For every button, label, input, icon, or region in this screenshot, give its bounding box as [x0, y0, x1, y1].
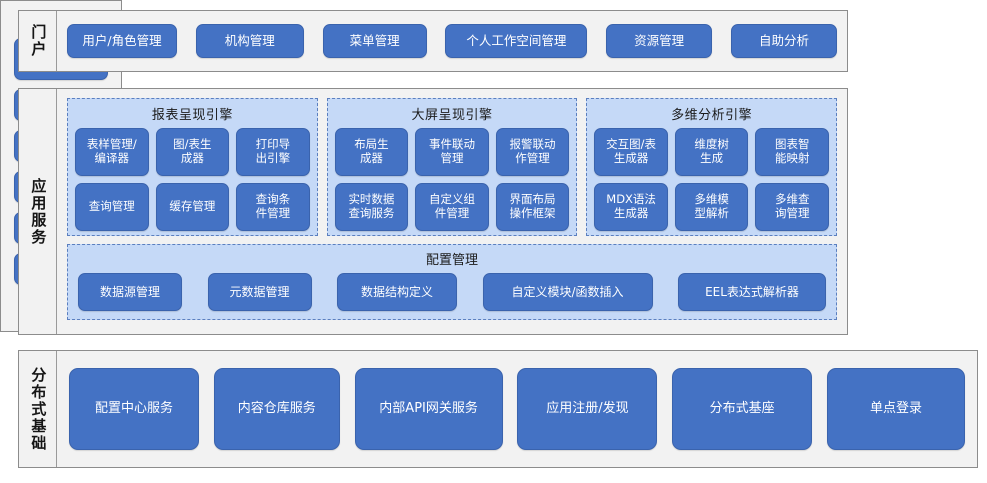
engine-report-rendering: 报表呈现引擎 表样管理/ 编译器 图/表生 成器 打印导 出引擎 查询管理 缓存… — [67, 98, 318, 236]
engine-multidimensional-analysis-items: 交互图/表 生成器 维度树 生成 图表智 能映射 MDX语法 生成器 多维模 型… — [594, 128, 829, 231]
engine-item-custom-component-management[interactable]: 自定义组 件管理 — [415, 183, 489, 231]
engine-large-screen-rendering-items: 布局生 成器 事件联动 管理 报警联动 作管理 实时数据 查询服务 自定义组 件… — [334, 128, 570, 231]
distributed-foundation-band-label-text: 分布式基础 — [29, 366, 48, 452]
engine-item-ui-layout-operation-framework[interactable]: 界面布局 操作框架 — [495, 183, 570, 231]
dist-item-internal-api-gateway-service[interactable]: 内部API网关服务 — [354, 368, 503, 450]
engine-item-interactive-chart-table-generator[interactable]: 交互图/表 生成器 — [594, 128, 668, 176]
engine-large-screen-rendering: 大屏呈现引擎 布局生 成器 事件联动 管理 报警联动 作管理 实时数据 查询服务… — [326, 98, 578, 236]
engine-item-mdx-syntax-generator[interactable]: MDX语法 生成器 — [594, 183, 668, 231]
engine-item-realtime-data-query-service[interactable]: 实时数据 查询服务 — [334, 183, 409, 231]
portal-section: 门户 用户/角色管理 机构管理 菜单管理 个人工作空间管理 资源管理 自助分析 — [18, 10, 848, 72]
dist-item-app-registration-discovery[interactable]: 应用注册/发现 — [517, 368, 658, 450]
engine-item-chart-smart-mapping[interactable]: 图表智 能映射 — [755, 128, 829, 176]
portal-item-org-management[interactable]: 机构管理 — [195, 24, 304, 58]
engine-item-alarm-linkage-action-management[interactable]: 报警联动 作管理 — [495, 128, 570, 176]
engine-item-chart-table-generator[interactable]: 图/表生 成器 — [155, 128, 230, 176]
config-item-metadata-management[interactable]: 元数据管理 — [207, 273, 312, 311]
configuration-management-title: 配置管理 — [425, 253, 478, 268]
portal-band-label-text: 门户 — [29, 24, 48, 58]
configuration-management-items: 数据源管理 元数据管理 数据结构定义 自定义模块/函数插入 EEL表达式解析器 — [78, 273, 826, 311]
configuration-management-group: 配置管理 数据源管理 元数据管理 数据结构定义 自定义模块/函数插入 EEL表达… — [67, 244, 837, 320]
engine-item-layout-generator[interactable]: 布局生 成器 — [334, 128, 409, 176]
portal-item-personal-workspace-management[interactable]: 个人工作空间管理 — [445, 24, 588, 58]
portal-item-user-role-management[interactable]: 用户/角色管理 — [67, 24, 177, 58]
engine-item-query-condition-management[interactable]: 查询条 件管理 — [236, 183, 310, 231]
distributed-foundation-items: 配置中心服务 内容仓库服务 内部API网关服务 应用注册/发现 分布式基座 单点… — [57, 351, 977, 467]
portal-items: 用户/角色管理 机构管理 菜单管理 个人工作空间管理 资源管理 自助分析 — [57, 11, 847, 71]
dist-item-config-center-service[interactable]: 配置中心服务 — [69, 368, 199, 450]
engine-item-cache-management[interactable]: 缓存管理 — [155, 183, 230, 231]
application-services-band-label-text: 应用服务 — [29, 177, 48, 246]
application-services-band-label: 应用服务 — [19, 89, 57, 334]
engine-row: 报表呈现引擎 表样管理/ 编译器 图/表生 成器 打印导 出引擎 查询管理 缓存… — [67, 98, 838, 236]
distributed-foundation-band-label: 分布式基础 — [19, 351, 57, 467]
engine-item-dimension-tree-generation[interactable]: 维度树 生成 — [674, 128, 749, 176]
engine-item-query-management[interactable]: 查询管理 — [75, 183, 149, 231]
engine-item-event-linkage-management[interactable]: 事件联动 管理 — [415, 128, 489, 176]
portal-item-self-service-analysis[interactable]: 自助分析 — [730, 24, 837, 58]
config-item-custom-module-function-insert[interactable]: 自定义模块/函数插入 — [482, 273, 653, 311]
portal-band-label: 门户 — [19, 11, 57, 71]
config-item-datasource-management[interactable]: 数据源管理 — [78, 273, 182, 311]
engine-item-multidimensional-query-management[interactable]: 多维查 询管理 — [755, 183, 829, 231]
engine-large-screen-rendering-title: 大屏呈现引擎 — [411, 108, 493, 123]
engine-multidimensional-analysis-title: 多维分析引擎 — [671, 108, 753, 123]
application-services-section: 应用服务 报表呈现引擎 表样管理/ 编译器 图/表生 成器 打印导 出引擎 查询… — [18, 88, 848, 335]
engine-report-rendering-title: 报表呈现引擎 — [151, 108, 233, 123]
config-item-data-structure-definition[interactable]: 数据结构定义 — [337, 273, 457, 311]
application-services-body: 报表呈现引擎 表样管理/ 编译器 图/表生 成器 打印导 出引擎 查询管理 缓存… — [57, 89, 847, 334]
config-item-eel-expression-parser[interactable]: EEL表达式解析器 — [678, 273, 826, 311]
portal-item-menu-management[interactable]: 菜单管理 — [322, 24, 427, 58]
distributed-foundation-section: 分布式基础 配置中心服务 内容仓库服务 内部API网关服务 应用注册/发现 分布… — [18, 350, 978, 468]
engine-item-report-template-management-compiler[interactable]: 表样管理/ 编译器 — [75, 128, 149, 176]
dist-item-single-sign-on[interactable]: 单点登录 — [826, 368, 965, 450]
engine-item-print-export-engine[interactable]: 打印导 出引擎 — [236, 128, 310, 176]
engine-multidimensional-analysis: 多维分析引擎 交互图/表 生成器 维度树 生成 图表智 能映射 MDX语法 生成… — [586, 98, 838, 236]
engine-report-rendering-items: 表样管理/ 编译器 图/表生 成器 打印导 出引擎 查询管理 缓存管理 查询条 … — [75, 128, 310, 231]
engine-item-multidimensional-model-parsing[interactable]: 多维模 型解析 — [674, 183, 749, 231]
dist-item-distributed-base[interactable]: 分布式基座 — [672, 368, 813, 450]
dist-item-content-repository-service[interactable]: 内容仓库服务 — [213, 368, 340, 450]
portal-item-resource-management[interactable]: 资源管理 — [606, 24, 713, 58]
